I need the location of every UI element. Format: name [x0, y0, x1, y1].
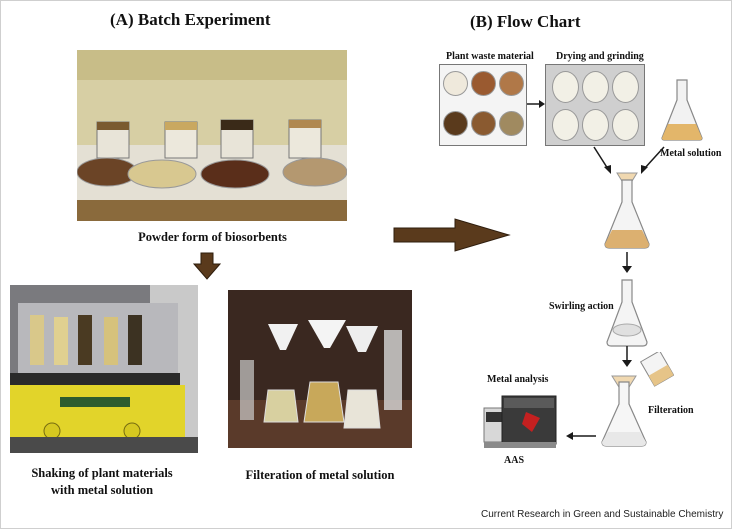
metal-solution-flask-icon — [661, 79, 703, 141]
aas-instrument-icon — [483, 395, 557, 448]
mixing-flask-icon — [604, 172, 650, 249]
powder-caption: Powder form of biosorbents — [138, 230, 287, 244]
powder-biosorbents-illustration — [77, 50, 347, 221]
flow-arrow-down-icon — [622, 346, 632, 367]
flow-chart-title: (B) Flow Chart — [470, 12, 581, 31]
waste-sample-2 — [471, 71, 496, 96]
metal-analysis-label: Metal analysis — [487, 374, 549, 385]
waste-sample-6 — [499, 111, 524, 136]
shaker-illustration — [10, 285, 198, 453]
right-arrow-icon — [393, 218, 511, 252]
filteration-label: Filteration — [648, 405, 694, 416]
flow-arrow-icon — [527, 100, 545, 108]
down-arrow-icon — [193, 252, 221, 280]
filtration-photo — [228, 290, 412, 448]
dried-sample-4 — [552, 109, 579, 141]
plant-waste-label: Plant waste material — [446, 51, 534, 62]
shaker-photo — [10, 285, 198, 453]
merge-arrows-icon — [593, 146, 665, 174]
waste-sample-3 — [499, 71, 524, 96]
swirling-flask-icon — [606, 279, 648, 347]
shaking-caption-line1: Shaking of plant materials — [31, 466, 173, 480]
dried-sample-1 — [552, 71, 579, 103]
powder-biosorbents-photo — [77, 50, 347, 221]
plant-waste-panel — [439, 64, 527, 146]
dried-sample-5 — [582, 109, 609, 141]
journal-credit: Current Research in Green and Sustainabl… — [481, 509, 724, 520]
filteration-caption: Filteration of metal solution — [245, 468, 395, 482]
dried-sample-6 — [612, 109, 639, 141]
metal-solution-label: Metal solution — [660, 148, 722, 159]
flow-arrow-left-icon — [566, 432, 596, 440]
flow-arrow-down-icon — [622, 252, 632, 273]
batch-experiment-title: (A) Batch Experiment — [110, 10, 271, 29]
drying-panel — [545, 64, 645, 146]
drying-label: Drying and grinding — [556, 51, 644, 62]
filtration-illustration — [228, 290, 412, 448]
filtration-flask-icon — [601, 352, 674, 447]
dried-sample-2 — [582, 71, 609, 103]
aas-label: AAS — [504, 455, 525, 466]
waste-sample-1 — [443, 71, 468, 96]
waste-sample-4 — [443, 111, 468, 136]
shaking-caption-line2: with metal solution — [50, 483, 154, 497]
swirling-label: Swirling action — [549, 301, 614, 312]
waste-sample-5 — [471, 111, 496, 136]
dried-sample-3 — [612, 71, 639, 103]
